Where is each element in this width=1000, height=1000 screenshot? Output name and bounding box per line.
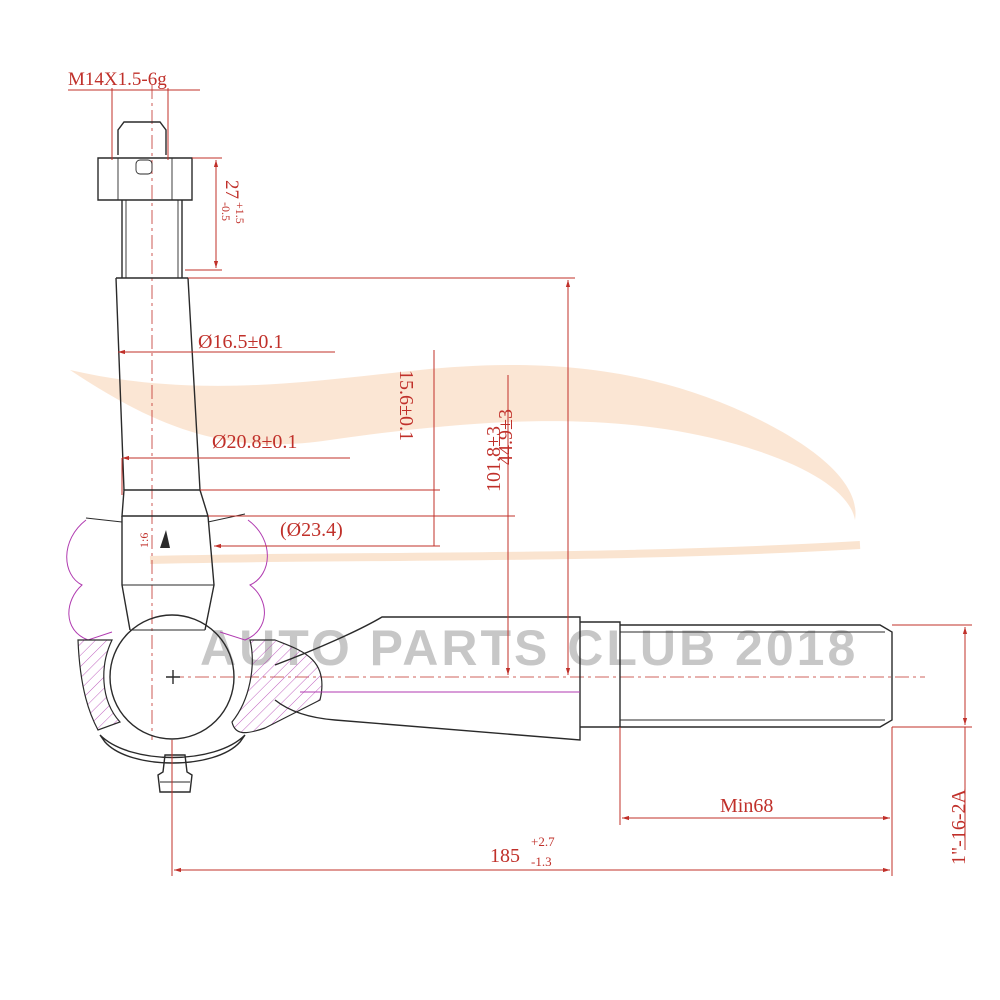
ball-stud: 1:6 — [97, 121, 215, 631]
car-logo-swoosh — [70, 365, 856, 520]
shaft-body — [274, 616, 581, 741]
shank-diameter-label: Ø16.5±0.1 — [198, 331, 283, 353]
stud-thread — [121, 200, 183, 278]
taper-ratio-label: 1:6 — [137, 533, 151, 548]
shaft-thread — [620, 624, 893, 728]
boot-retainer — [85, 513, 246, 523]
thread-spec-label: M14X1.5-6g — [68, 69, 167, 90]
castle-nut — [97, 157, 193, 201]
watermark: AUTO PARTS CLUB 2018 — [70, 365, 861, 676]
dim-stud-length: 27 +1.5 -0.5 — [185, 157, 247, 271]
grease-fitting — [157, 754, 193, 793]
overall-length-tol-lower: -1.3 — [531, 854, 552, 869]
dust-boot — [66, 519, 268, 641]
stud-tip — [117, 121, 167, 155]
stud-length-tol-upper: +1.5 — [233, 202, 247, 224]
ball-cross — [166, 670, 180, 684]
min68-label: Min68 — [720, 795, 773, 817]
overall-height-label: 101.8±3 — [483, 426, 505, 492]
taper-mark — [160, 530, 170, 548]
stud-length-tol-lower: -0.5 — [219, 202, 233, 221]
shaft — [274, 616, 893, 741]
ball — [109, 614, 235, 740]
dim-thread-spec: M14X1.5-6g — [68, 69, 200, 160]
overall-length-tol-upper: +2.7 — [531, 834, 555, 849]
overall-length-label: 185 — [490, 845, 520, 867]
car-logo-line — [149, 541, 861, 564]
shaft-thread-label: 1"-16-2A — [948, 789, 970, 865]
stud-neck — [121, 515, 215, 631]
stud-length-label: 27 — [221, 180, 242, 199]
center-height-label: 44.9±3 — [495, 409, 517, 465]
stud-shank — [115, 277, 201, 491]
shaft-step — [580, 621, 621, 728]
stud-taper — [121, 489, 209, 517]
cotter-pin-hole — [135, 159, 153, 175]
lower-cap — [99, 734, 246, 764]
housing-hatch — [77, 639, 323, 734]
taper-length-label: 15.6±0.1 — [395, 370, 417, 441]
boot-diameter-label: (Ø23.4) — [280, 519, 343, 541]
taper-diameter-label: Ø20.8±0.1 — [212, 431, 297, 453]
